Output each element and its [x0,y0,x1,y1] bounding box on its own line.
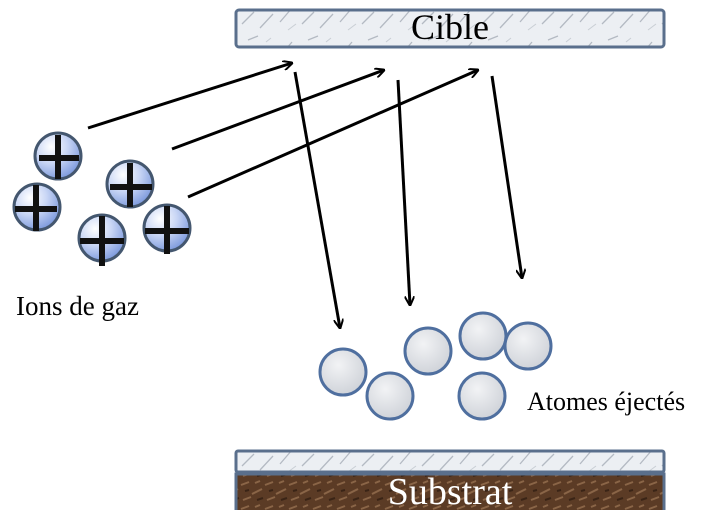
atom [318,347,368,397]
ejected-atoms [318,311,553,421]
ion-trajectories [87,63,478,199]
target-plate [234,8,666,49]
ejection-arrow [293,71,340,328]
ion-arrow [187,70,478,199]
ion-arrow [87,63,292,130]
substrate-label: Substrat [387,471,513,513]
ejection-arrow [490,75,522,278]
atom [458,311,508,361]
ion [33,131,83,181]
ion [105,159,155,209]
atom [457,371,507,421]
gas-ions [12,131,192,266]
ejection-arrow [396,79,410,305]
target-label: Cible [411,7,489,47]
ejection-trajectories [293,71,522,328]
ion [142,203,192,254]
atom [365,371,415,421]
substrate-plate [234,472,666,515]
atom [503,321,553,371]
ions-label: Ions de gaz [16,291,139,321]
ion [77,213,127,266]
substrate-coating [234,449,666,474]
ion [12,182,62,232]
ejected-atoms-label: Atomes éjectés [527,387,686,416]
ion-arrow [171,70,384,151]
atom [403,326,453,376]
